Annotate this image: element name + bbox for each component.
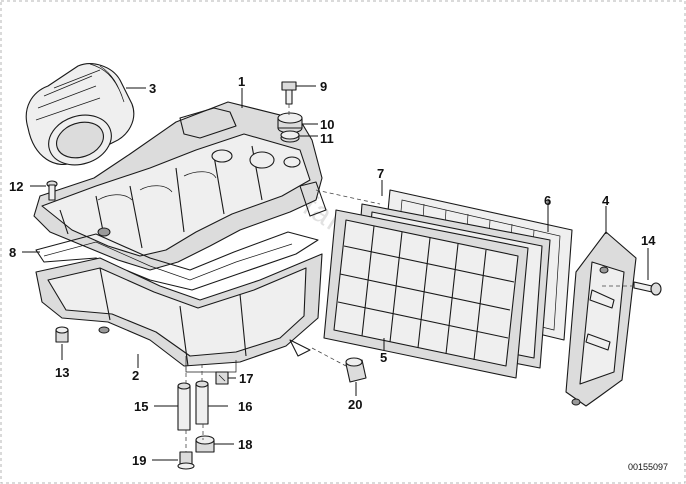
bolt-9: [281, 81, 297, 105]
callout-6: 6: [544, 193, 551, 208]
callouts: 3 1 9 10 11 12 8 13 2 7 6 4 14 5 20 15 1…: [9, 74, 656, 468]
guide-hoses: [185, 364, 203, 386]
guide-lower-fittings: [185, 424, 204, 452]
callout-10: 10: [320, 117, 334, 132]
callout-19: 19: [132, 453, 146, 468]
callout-15: 15: [134, 399, 148, 414]
callout-16: 16: [238, 399, 252, 414]
callout-20: 20: [348, 397, 362, 412]
valve-19: [177, 451, 195, 470]
washer-11: [280, 130, 300, 143]
clip-17: [215, 371, 229, 385]
callout-5: 5: [380, 350, 387, 365]
callout-4: 4: [602, 193, 610, 208]
air-filter-housing-upper: [33, 101, 327, 271]
filter-element: [323, 209, 529, 379]
callout-17: 17: [239, 371, 253, 386]
mounting-bracket: [565, 231, 637, 407]
callout-13: 13: [55, 365, 69, 380]
grommet-10: [277, 112, 303, 134]
callout-8: 8: [9, 245, 16, 260]
clamp-18: [195, 435, 215, 453]
callout-3: 3: [149, 81, 156, 96]
intake-boot: [25, 63, 135, 166]
callout-14: 14: [641, 233, 656, 248]
callout-11: 11: [320, 131, 334, 146]
callout-2: 2: [132, 368, 139, 383]
nut-13: [55, 326, 69, 343]
screw-12: [46, 180, 58, 201]
callout-12: 12: [9, 179, 23, 194]
guide-grommet: [311, 347, 347, 367]
leader-lines: [22, 85, 649, 461]
grommet-20: [345, 357, 367, 383]
reference-number: 00155097: [628, 462, 668, 472]
callout-7: 7: [377, 166, 384, 181]
callout-18: 18: [238, 437, 252, 452]
callout-9: 9: [320, 79, 327, 94]
guide-filter: [315, 189, 381, 205]
screw-14: [633, 281, 662, 296]
hose-16: [195, 380, 209, 425]
callout-1: 1: [238, 74, 245, 89]
hose-15: [177, 382, 191, 431]
air-filter-housing-lower: [35, 253, 323, 373]
